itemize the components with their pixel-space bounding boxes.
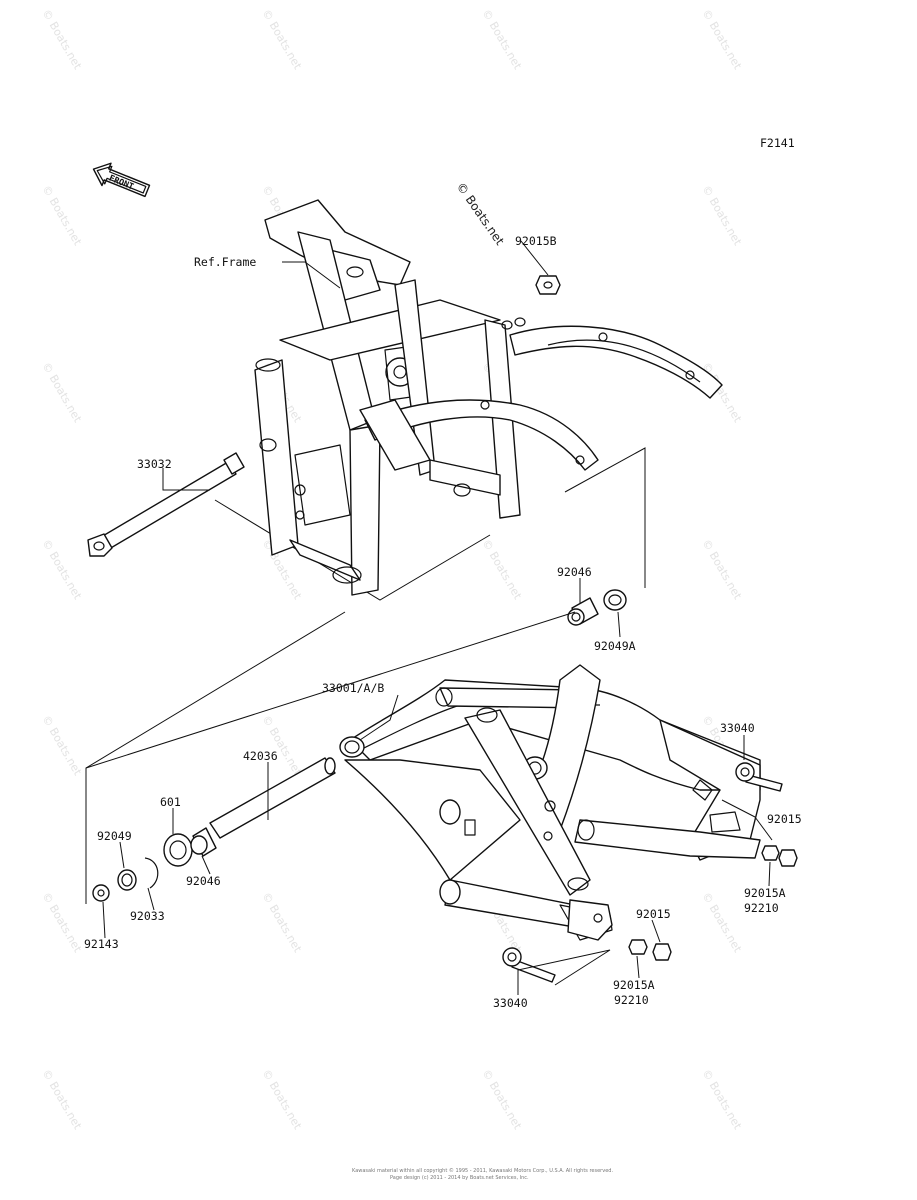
label-33040-right[interactable]: 33040 [720, 721, 755, 735]
pivot-shaft-33032 [87, 452, 245, 557]
watermark-text: © Boats.net [39, 7, 84, 72]
watermark-text: © Boats.net [479, 537, 524, 602]
watermark-text: © Boats.net [39, 183, 84, 248]
center-watermark: © Boats.net [454, 180, 508, 248]
label-92033[interactable]: 92033 [130, 909, 165, 923]
label-92046-mid[interactable]: 92046 [186, 874, 221, 888]
watermark-text: © Boats.net [699, 537, 744, 602]
label-92049[interactable]: 92049 [97, 829, 132, 843]
part-labels: Ref.Frame 92015B 33032 92046 92049A 3300… [84, 234, 802, 1010]
label-92015B[interactable]: 92015B [515, 234, 557, 248]
label-92049A[interactable]: 92049A [594, 639, 636, 653]
watermark-text: © Boats.net [479, 1067, 524, 1132]
label-92015-bottom[interactable]: 92015 [636, 907, 671, 921]
watermark-text: © Boats.net [259, 1067, 304, 1132]
watermark-text: © Boats.net [39, 360, 84, 425]
watermark-text: © Boats.net [259, 890, 304, 955]
label-92015A-bottom[interactable]: 92015A [613, 978, 655, 992]
watermark-text: © Boats.net [39, 713, 84, 778]
watermark-text: © Boats.net [259, 7, 304, 72]
label-92015-right[interactable]: 92015 [767, 812, 802, 826]
label-42036[interactable]: 42036 [243, 749, 278, 763]
footer-copyright: Kawasaki material within all copyright ©… [352, 1167, 613, 1174]
label-33001[interactable]: 33001/A/B [322, 681, 384, 695]
watermark-text: © Boats.net [39, 537, 84, 602]
label-33040-bottom[interactable]: 33040 [493, 996, 528, 1010]
label-ref-frame[interactable]: Ref.Frame [194, 255, 256, 269]
label-601[interactable]: 601 [160, 795, 181, 809]
watermark-text: © Boats.net [699, 890, 744, 955]
label-33032[interactable]: 33032 [137, 457, 172, 471]
label-92210-bottom[interactable]: 92210 [614, 993, 649, 1007]
label-92143[interactable]: 92143 [84, 937, 119, 951]
watermark-text: © Boats.net [699, 1067, 744, 1132]
watermark-text: © Boats.net [479, 7, 524, 72]
label-92015A-right[interactable]: 92015A [744, 886, 786, 900]
watermark-layer: © Boats.net © Boats.net © Boats.net © Bo… [39, 7, 744, 1132]
bushing-group-top [567, 589, 627, 626]
watermark-text: © Boats.net [259, 713, 304, 778]
axle-group [85, 611, 576, 904]
front-arrow-icon: FRONT [92, 162, 151, 198]
watermark-text: © Boats.net [39, 1067, 84, 1132]
swing-arm-drawing [339, 664, 798, 983]
diagram-code: F2141 [760, 136, 795, 150]
watermark-text: © Boats.net [699, 7, 744, 72]
label-92046-top[interactable]: 92046 [557, 565, 592, 579]
footer-design: Page design (c) 2011 - 2014 by Boats.net… [390, 1175, 529, 1181]
label-92210-right[interactable]: 92210 [744, 901, 779, 915]
watermark-text: © Boats.net [699, 183, 744, 248]
leader-lines [102, 240, 773, 995]
frame-drawing [214, 199, 723, 601]
watermark-text: © Boats.net [39, 890, 84, 955]
